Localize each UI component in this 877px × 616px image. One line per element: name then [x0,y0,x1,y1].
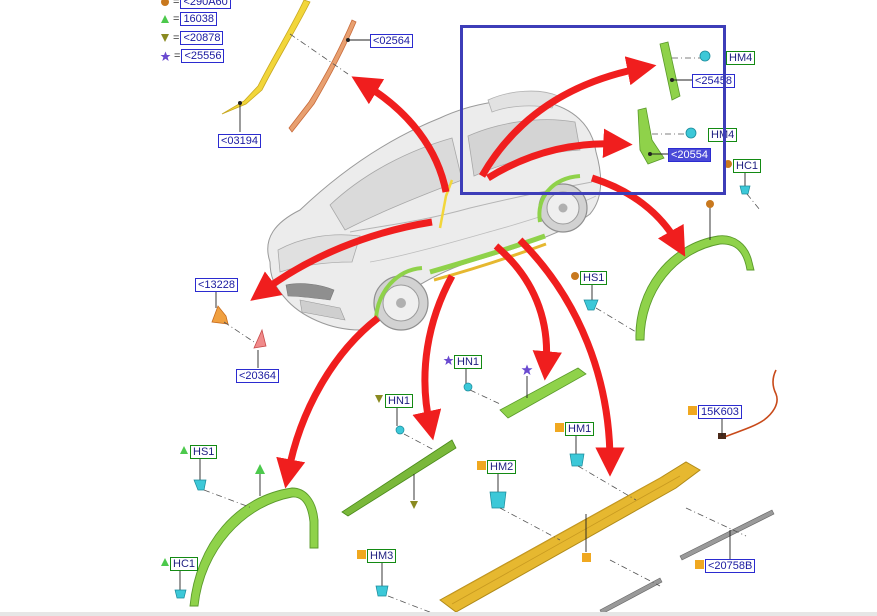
part-label-20364[interactable]: <20364 [236,369,280,383]
star-marker-icon [443,355,454,365]
part-label-13228[interactable]: <13228 [195,278,239,292]
legend-part-label[interactable]: <25556 [181,49,225,63]
fastener-label-hm2[interactable]: HM2 [487,460,517,474]
bracket-20364[interactable] [253,328,267,349]
legend-row-circle: = <290A60 [160,0,231,9]
part-label-20554-selected[interactable]: <20554 [668,148,712,162]
clip-hs1-right[interactable] [583,299,599,311]
square-marker-icon [688,406,697,415]
rocker-panel-molding[interactable] [439,461,701,613]
bracket-13228[interactable] [211,305,229,325]
triangle-down-marker-icon [410,501,418,509]
dash-line [403,433,435,451]
triangle-up-marker-icon [180,446,188,454]
a-pillar-trim-yellow[interactable] [221,0,311,115]
clip-hm4-lower[interactable] [685,127,697,139]
leader-dot [238,101,242,105]
dash-line [595,307,637,333]
legend-part-label[interactable]: <20878 [180,31,224,45]
fastener-label-hm4-lower[interactable]: HM4 [708,128,738,142]
square-marker-icon [695,560,704,569]
circle-marker-icon [571,272,579,280]
square-marker-icon [477,461,486,470]
legend-part-label[interactable]: 16038 [180,12,218,26]
fastener-label-hc1-left[interactable]: HC1 [170,557,199,571]
dash-line [577,465,637,501]
fastener-label-hm1[interactable]: HM1 [565,422,595,436]
bottom-scroll-strip [0,612,877,616]
fastener-label-hm4-upper[interactable]: HM4 [726,51,756,65]
legend-part-label[interactable]: <290A60 [180,0,231,9]
circle-marker-icon [161,0,169,6]
door-molding-lower[interactable] [341,439,457,517]
dash-line [203,489,253,509]
a-pillar-trim-red[interactable] [288,19,357,133]
dash-line [469,389,501,405]
legend-row-star: = <25556 [160,49,225,63]
door-molding-upper[interactable] [499,367,587,419]
selection-highlight-box [460,25,726,195]
fastener-label-hn1-left[interactable]: HN1 [385,394,414,408]
triangle-down-marker-icon [161,34,169,42]
clip-hn1-left[interactable] [395,425,405,435]
dash-line [499,507,561,541]
clip-hn1-mid[interactable] [463,382,473,392]
front-wheel-arch-molding[interactable] [189,487,319,607]
pillar-garnish-lower[interactable] [637,107,665,165]
fastener-label-hs1-right[interactable]: HS1 [580,271,608,285]
clip-hm1[interactable] [569,453,585,467]
fastener-label-hn1-mid[interactable]: HN1 [454,355,483,369]
dash-line [609,559,661,587]
star-marker-icon [521,364,533,375]
triangle-up-marker-icon [161,558,169,566]
circle-marker-icon [724,160,732,168]
legend-row-triangle-down: = <20878 [160,31,224,45]
fastener-label-hm3[interactable]: HM3 [367,549,397,563]
leader-dot [346,38,350,42]
clip-hc1-right[interactable] [739,185,751,195]
clip-hm4-upper[interactable] [699,50,711,62]
part-label-15k603[interactable]: 15K603 [698,405,742,419]
dash-line [746,193,761,211]
triangle-up-marker-icon [161,15,169,23]
pillar-garnish-upper[interactable] [659,41,681,101]
square-marker-icon [555,423,564,432]
clip-hm2[interactable] [489,491,507,509]
part-label-20758b[interactable]: <20758B [705,559,756,573]
dash-line [685,507,747,537]
fastener-label-hs1-left[interactable]: HS1 [190,445,218,459]
clip-hs1-left[interactable] [193,479,207,491]
clip-hm3[interactable] [375,585,389,597]
part-label-03194[interactable]: <03194 [218,134,262,148]
triangle-up-marker-icon [255,464,265,474]
rear-wheel-arch-molding[interactable] [635,235,755,341]
dash-line [223,321,255,343]
vehicle-illustration [267,90,602,331]
fastener-label-hc1-right[interactable]: HC1 [733,159,762,173]
callout-arrows [250,56,686,489]
dash-line [289,33,349,75]
triangle-down-marker-icon [375,395,383,403]
square-marker-icon [357,550,366,559]
star-marker-icon [160,51,171,61]
clip-hc1-left[interactable] [174,589,187,599]
part-label-02564[interactable]: <02564 [370,34,414,48]
legend-row-triangle: = 16038 [160,12,218,26]
leader-dot [648,152,652,156]
square-marker-icon [582,553,591,562]
leader-dot [670,78,674,82]
fastener-circle [706,200,714,208]
dash-line [387,595,441,616]
